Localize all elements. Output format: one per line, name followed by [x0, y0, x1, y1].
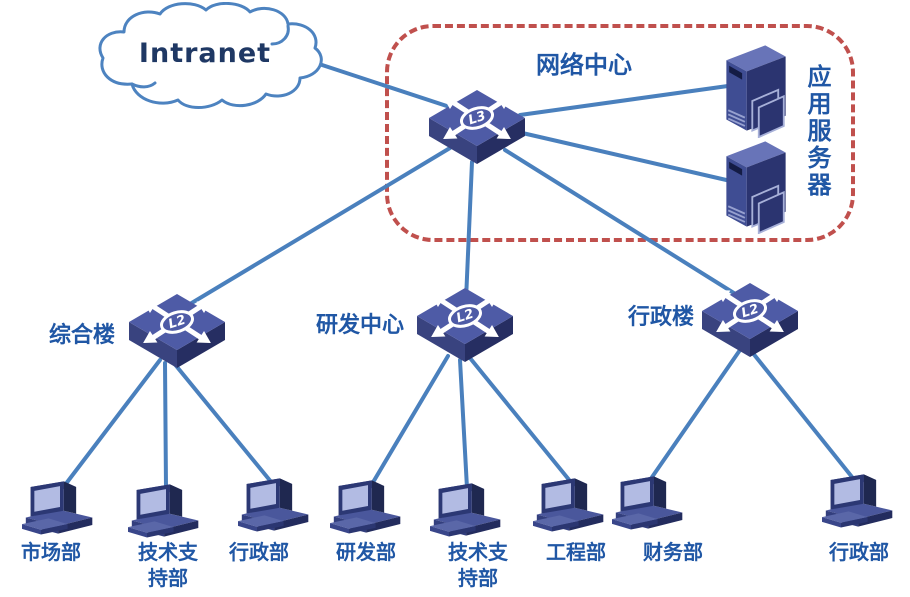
intranet-label: Intranet	[138, 38, 272, 69]
link-building3-pc7	[648, 348, 742, 482]
link-building1-pc1	[63, 358, 162, 487]
building3-switch-chip-label: L2	[740, 302, 761, 322]
link-building3-pc8	[750, 350, 854, 479]
network-center-boundary	[385, 24, 855, 242]
dept3-label: 行政部	[229, 540, 289, 564]
desktop-pc-icon-8	[822, 467, 898, 533]
app-server-icon-2	[718, 134, 794, 234]
link-intranet-core	[314, 61, 467, 114]
desktop-pc-icon-7	[612, 469, 688, 535]
dept2-label: 技术支持部	[138, 540, 198, 590]
building2-switch-chip-label: L2	[455, 307, 476, 327]
dept8-label: 行政部	[829, 540, 889, 564]
network-center-label: 网络中心	[536, 51, 632, 79]
building1-switch-chip-label: L2	[167, 313, 188, 333]
dept7-label: 财务部	[643, 540, 703, 564]
intranet-cloud-icon	[98, 2, 323, 109]
building2-label: 研发中心	[315, 313, 404, 338]
desktop-pc-icon-2	[128, 477, 204, 543]
link-core-server1	[518, 83, 737, 117]
link-building2-pc4	[370, 354, 450, 486]
dept4-label: 研发部	[336, 540, 396, 564]
building3-label: 行政楼	[627, 305, 694, 330]
link-building2-pc6	[468, 356, 572, 483]
desktop-pc-icon-4	[330, 473, 406, 539]
link-core-building1	[178, 146, 452, 312]
link-core-building3	[503, 148, 747, 302]
building2-switch-icon: L2	[415, 286, 515, 366]
dept1-label: 市场部	[21, 540, 81, 564]
link-building2-pc5	[458, 358, 469, 490]
desktop-pc-icon-6	[533, 471, 609, 537]
building3-switch-icon: L2	[700, 281, 800, 361]
link-building1-pc3	[171, 360, 274, 485]
app-servers-label: 应用服务器	[803, 63, 831, 199]
core-switch-chip-label: L3	[467, 109, 488, 129]
dept6-label: 工程部	[546, 540, 606, 564]
desktop-pc-icon-5	[430, 476, 506, 542]
link-core-server2	[516, 130, 737, 184]
desktop-pc-icon-1	[22, 474, 98, 540]
link-building1-pc2	[163, 361, 168, 490]
link-core-building2	[464, 160, 474, 302]
desktop-pc-icon-3	[238, 471, 314, 537]
dept5-label: 技术支持部	[448, 540, 508, 590]
app-server-icon-1	[718, 38, 794, 138]
building1-label: 综合楼	[48, 323, 115, 348]
building1-switch-icon: L2	[127, 292, 227, 372]
core-l3-switch-icon: L3	[427, 88, 527, 168]
